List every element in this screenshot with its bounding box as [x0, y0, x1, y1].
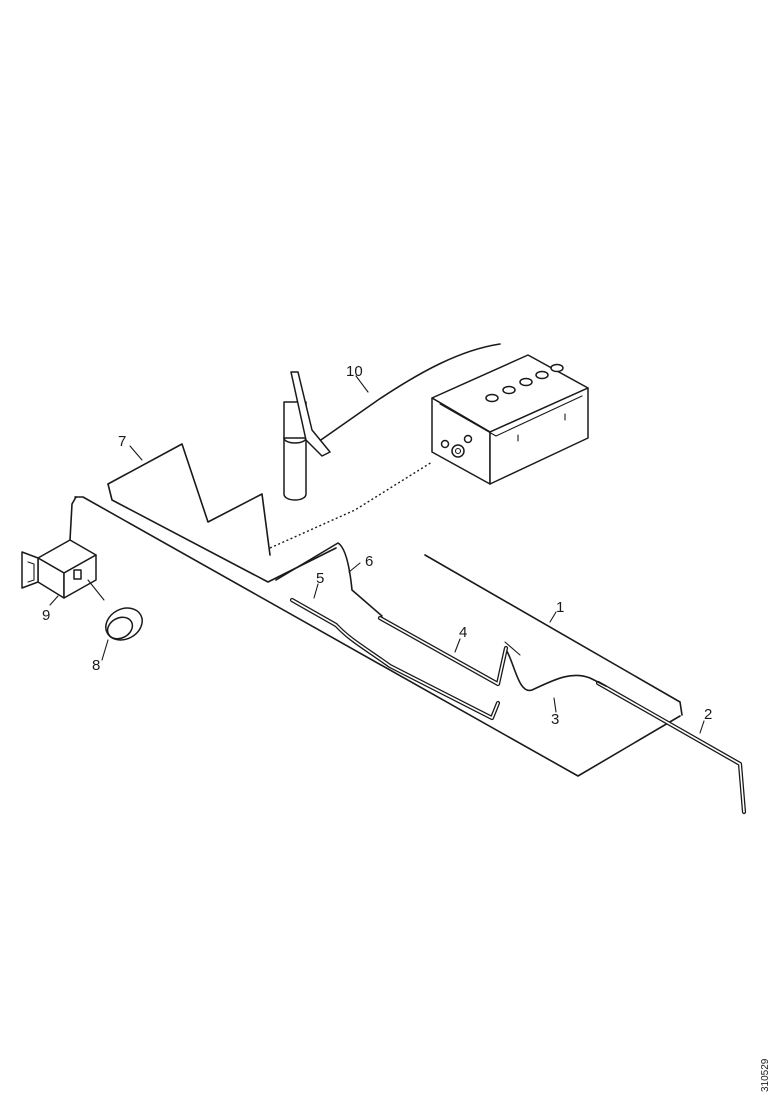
cable-7	[107, 443, 433, 583]
callout-2: 2	[704, 706, 712, 723]
pipe-2	[595, 680, 747, 815]
callout-7: 7	[118, 433, 126, 450]
bracket-9	[21, 496, 105, 601]
pipe-3	[504, 641, 607, 692]
battery	[431, 354, 589, 485]
callout-3: 3	[551, 711, 559, 728]
pipe-4	[377, 615, 509, 687]
connector-8	[101, 607, 143, 661]
pipe-5	[289, 597, 501, 721]
pipe-frame	[74, 496, 681, 777]
cable-10	[317, 343, 501, 443]
callout-6: 6	[365, 553, 373, 570]
callout-10: 10	[346, 363, 363, 380]
callout-1: 1	[556, 599, 564, 616]
figure-code: 310529	[760, 1058, 771, 1092]
lamp-unit	[283, 371, 331, 501]
battery-terminal	[440, 434, 473, 458]
callout-4: 4	[459, 624, 467, 641]
callout-8: 8	[92, 657, 100, 674]
pipe-1	[424, 554, 683, 716]
callout-5: 5	[316, 570, 324, 587]
battery-cell-caps	[485, 363, 564, 403]
pipe-6	[275, 542, 383, 617]
leader-lines	[49, 375, 705, 734]
callout-9: 9	[42, 607, 50, 624]
